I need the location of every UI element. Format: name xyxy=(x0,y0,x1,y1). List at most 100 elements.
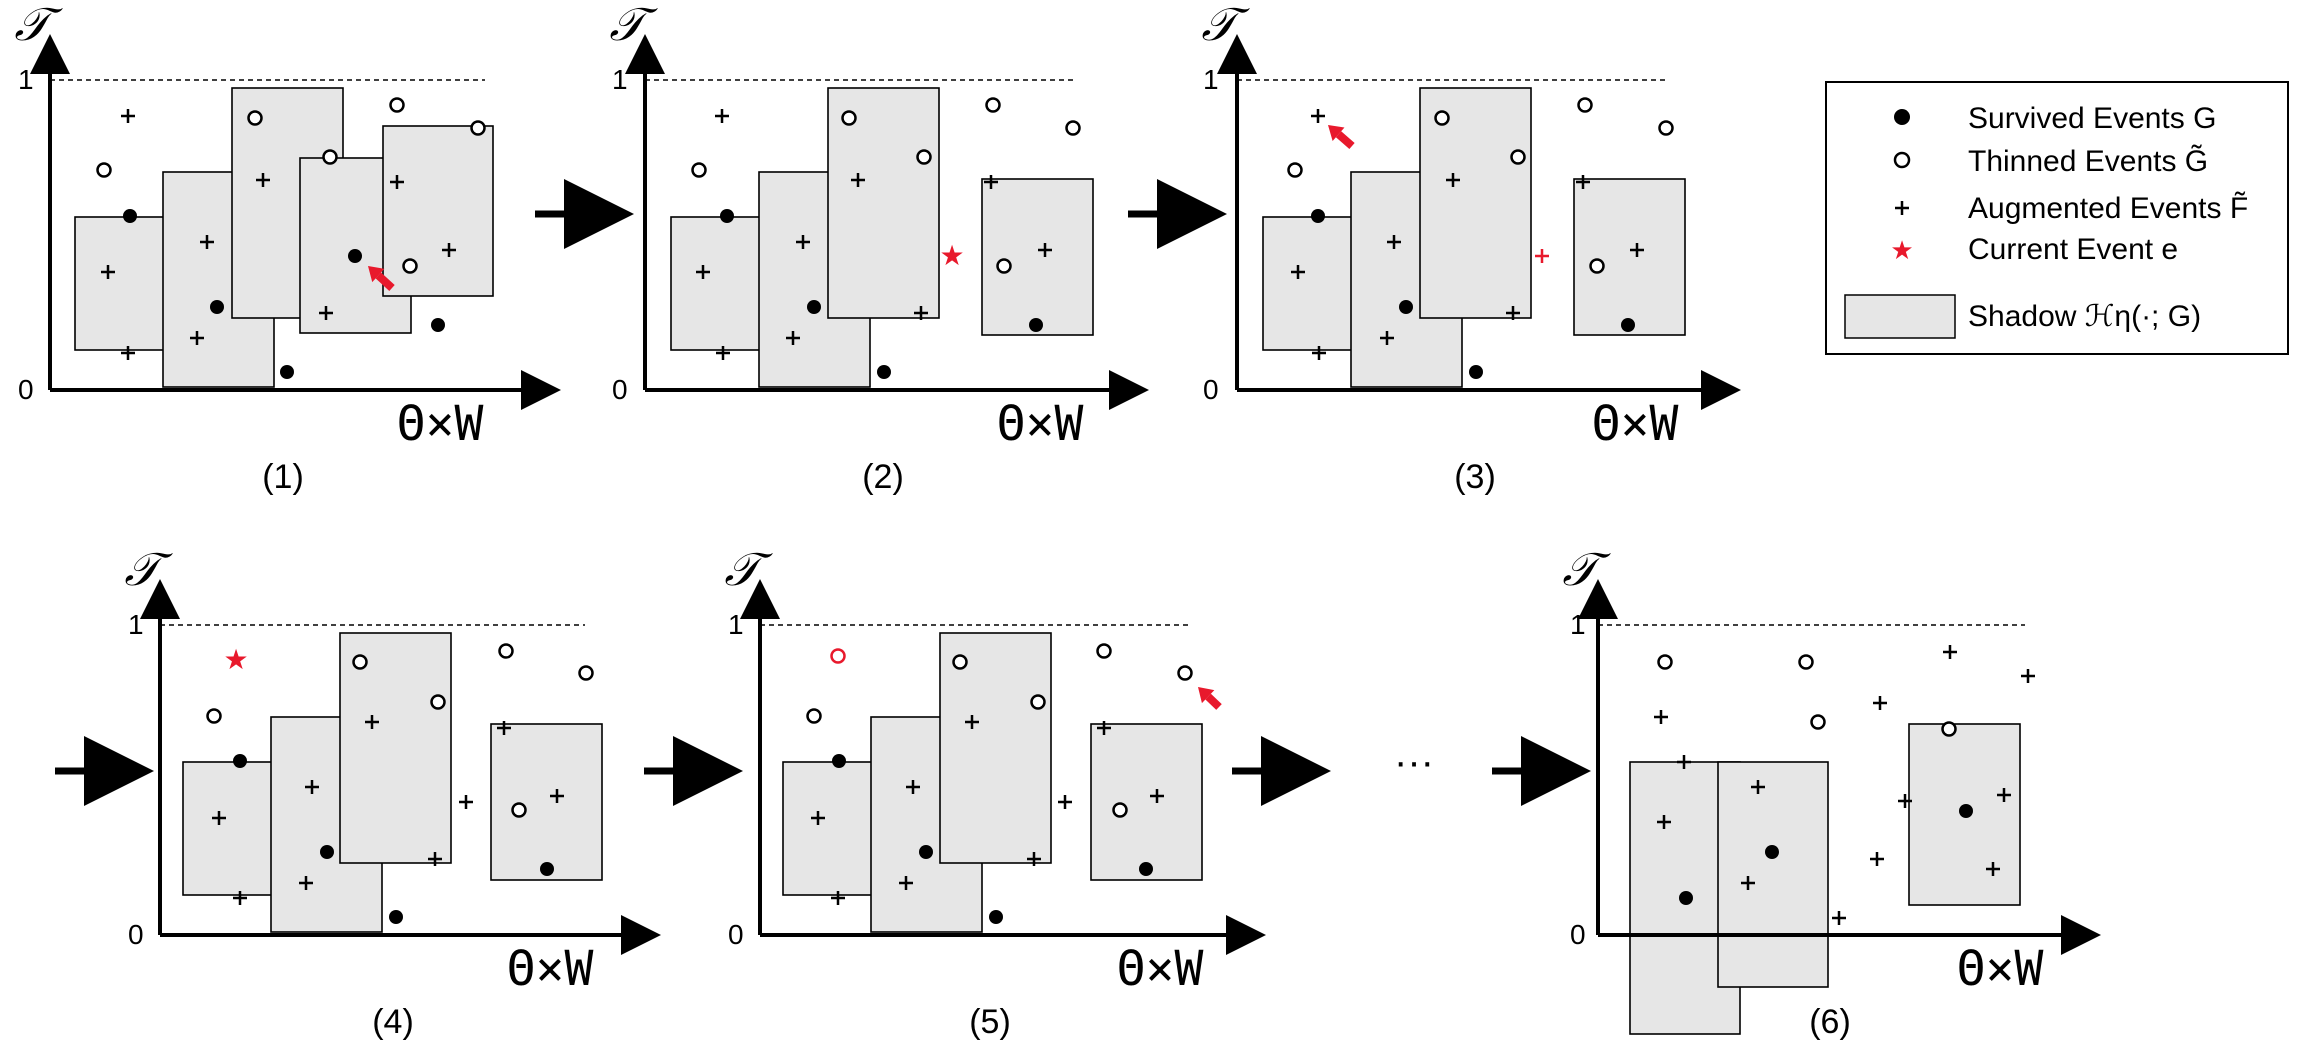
augmented-event xyxy=(442,243,456,257)
augmented-event xyxy=(121,109,135,123)
shadow-rect xyxy=(1419,87,1532,319)
augmented-event xyxy=(305,780,319,794)
shadow-rect xyxy=(1090,723,1203,881)
thinned-event xyxy=(389,97,405,113)
thinned-event xyxy=(402,258,418,274)
survived-event xyxy=(1679,891,1693,905)
y-axis-label: 𝒯 xyxy=(724,542,773,596)
augmented-event xyxy=(1097,721,1111,735)
survived-event xyxy=(320,845,334,859)
thinned-event xyxy=(1589,258,1605,274)
red-pointer-arrow xyxy=(1205,693,1222,710)
augmented-event xyxy=(716,346,730,360)
augmented-event xyxy=(2021,669,2035,683)
survived-event xyxy=(348,249,362,263)
shadow-rect xyxy=(490,723,603,881)
augmented-event xyxy=(796,235,810,249)
legend-thinned: Thinned Events G̃ xyxy=(1968,145,2208,178)
augmented-event xyxy=(914,306,928,320)
survived-event xyxy=(540,862,554,876)
current-event-star: ★ xyxy=(939,239,964,272)
augmented-event xyxy=(1312,346,1326,360)
shadow-rect xyxy=(981,178,1094,336)
x-axis-label: Θ×W xyxy=(1957,941,2044,997)
survived-event xyxy=(807,300,821,314)
augmented-event xyxy=(1380,331,1394,345)
panel-caption: (5) xyxy=(969,1003,1011,1041)
augmented-event xyxy=(1751,780,1765,794)
augmented-event xyxy=(1027,852,1041,866)
thinned-event xyxy=(841,110,857,126)
x-axis-label: Θ×W xyxy=(397,396,484,452)
augmented-event xyxy=(899,876,913,890)
augmented-event xyxy=(1291,265,1305,279)
survived-event xyxy=(1959,804,1973,818)
shadow-rect xyxy=(1717,761,1829,988)
panel-caption: (3) xyxy=(1454,458,1496,496)
y-axis-label: 𝒯 xyxy=(124,542,173,596)
augmented-event xyxy=(1986,862,2000,876)
augmented-event xyxy=(256,173,270,187)
survived-event xyxy=(1311,209,1325,223)
thinned-event xyxy=(1657,654,1673,670)
augmented-event-icon xyxy=(1895,201,1909,215)
legend: Survived Events G Thinned Events G̃ Augm… xyxy=(1825,81,2289,355)
tick-one: 1 xyxy=(1203,64,1219,95)
survived-event xyxy=(1469,365,1483,379)
thinned-event-icon xyxy=(1893,151,1911,169)
augmented-event xyxy=(319,306,333,320)
legend-augmented: Augmented Events F̃ xyxy=(1968,192,2248,225)
current-event-star: ★ xyxy=(223,643,248,676)
survived-event xyxy=(280,365,294,379)
thinned-event xyxy=(952,654,968,670)
survived-event xyxy=(989,910,1003,924)
thinned-event xyxy=(916,149,932,165)
augmented-event xyxy=(1677,755,1691,769)
panel-caption: (4) xyxy=(372,1003,414,1041)
thinned-event xyxy=(578,665,594,681)
survived-event xyxy=(919,845,933,859)
y-axis-label: 𝒯 xyxy=(1201,0,1250,51)
thinned-event xyxy=(1065,120,1081,136)
thinned-event xyxy=(470,120,486,136)
shadow-rect xyxy=(339,632,452,864)
augmented-event xyxy=(390,175,404,189)
y-axis-label: 𝒯 xyxy=(14,0,63,51)
shadow-rect xyxy=(939,632,1052,864)
tick-one: 1 xyxy=(728,609,744,640)
current-thinned-event xyxy=(830,648,846,664)
augmented-event xyxy=(696,265,710,279)
augmented-event xyxy=(121,346,135,360)
panel-caption: (1) xyxy=(262,458,304,496)
thinned-event xyxy=(1810,714,1826,730)
thinned-event xyxy=(1798,654,1814,670)
thinned-event xyxy=(352,654,368,670)
tick-zero: 0 xyxy=(1203,374,1219,405)
augmented-event xyxy=(1873,696,1887,710)
ellipsis: ··· xyxy=(1394,740,1434,784)
survived-event xyxy=(877,365,891,379)
tick-one: 1 xyxy=(1570,609,1586,640)
survived-event xyxy=(233,754,247,768)
thinned-event xyxy=(1941,721,1957,737)
augmented-event xyxy=(101,265,115,279)
thinned-event xyxy=(1658,120,1674,136)
red-pointer-arrowhead xyxy=(1198,687,1215,704)
augmented-event xyxy=(497,721,511,735)
augmented-event xyxy=(984,175,998,189)
shadow-swatch xyxy=(1844,294,1956,339)
red-pointer-arrowhead xyxy=(1328,125,1345,141)
tick-zero: 0 xyxy=(128,919,144,950)
augmented-event xyxy=(428,852,442,866)
tick-zero: 0 xyxy=(612,374,628,405)
thinned-event xyxy=(1096,643,1112,659)
thinned-event xyxy=(691,162,707,178)
augmented-event xyxy=(200,235,214,249)
thinned-event xyxy=(498,643,514,659)
shadow-rect xyxy=(382,125,494,297)
legend-shadow: Shadow ℋη(·; G) xyxy=(1968,300,2201,333)
thinned-event xyxy=(1434,110,1450,126)
